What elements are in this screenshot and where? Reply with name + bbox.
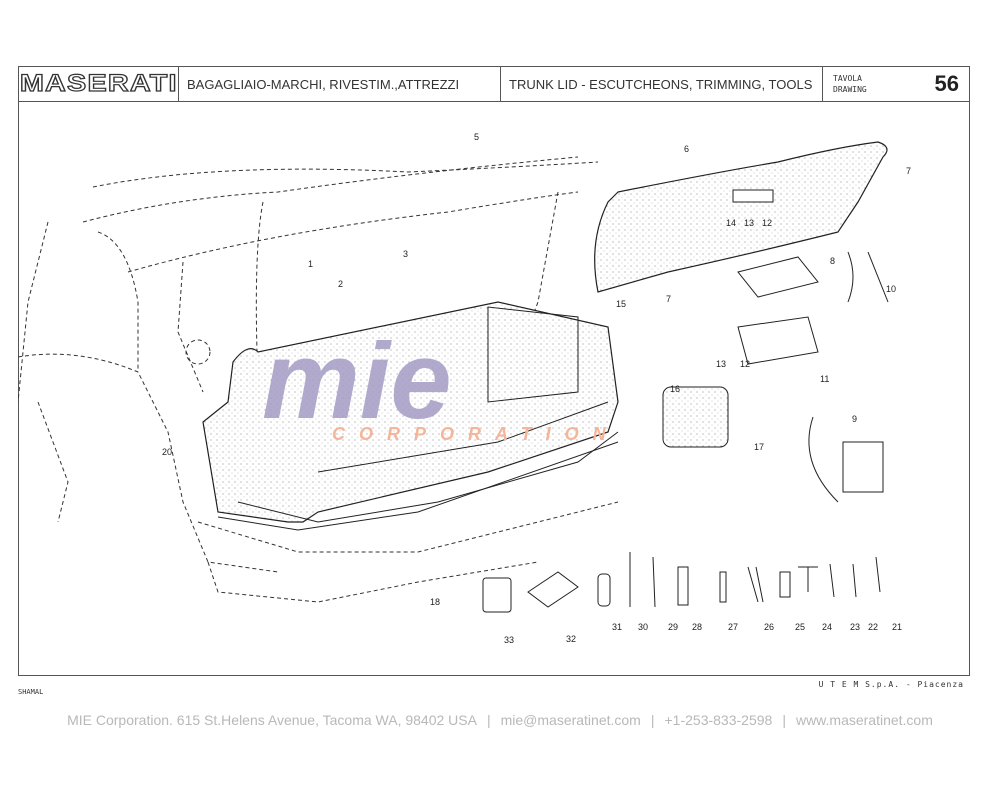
svg-text:26: 26 [764,622,774,632]
brand-logo: MASERATI [19,67,179,101]
svg-text:25: 25 [795,622,805,632]
svg-text:7: 7 [666,294,671,304]
svg-text:16: 16 [670,384,680,394]
footer-contact: MIE Corporation. 615 St.Helens Avenue, T… [67,712,933,728]
svg-text:6: 6 [684,144,689,154]
svg-text:29: 29 [668,622,678,632]
svg-text:32: 32 [566,634,576,644]
drawing-number: 56 [934,71,959,96]
title-english: TRUNK LID - ESCUTCHEONS, TRIMMING, TOOLS [501,67,823,101]
svg-text:27: 27 [728,622,738,632]
svg-text:13: 13 [716,359,726,369]
svg-text:18: 18 [430,597,440,607]
trunk-trim-assembly [202,301,619,531]
footer-email-link[interactable]: mie@maseratinet.com [500,712,641,728]
svg-text:12: 12 [740,359,750,369]
model-name: SHAMAL [18,688,44,696]
title-block: MASERATI BAGAGLIAIO-MARCHI, RIVESTIM.,AT… [18,66,970,102]
svg-text:3: 3 [403,249,408,259]
drawing-label-en: DRAWING [833,85,867,94]
callout-labels: 1 2 3 5 6 7 7 8 9 10 11 12 12 13 13 14 1… [162,132,911,645]
drawing-number-block: TAVOLA DRAWING 56 [823,67,969,101]
svg-text:17: 17 [754,442,764,452]
spare-wheel-cover [662,386,884,503]
svg-text:11: 11 [820,374,829,384]
svg-text:5: 5 [474,132,479,142]
svg-text:7: 7 [906,166,911,176]
svg-text:9: 9 [852,414,857,424]
brand-logo-text: MASERATI [19,69,178,97]
footer-website-link[interactable]: www.maseratinet.com [795,712,933,728]
manufacturer-credit: U T E M S.p.A. - Piacenza [818,680,964,689]
footer-phone: +1-253-833-2598 [664,712,773,728]
svg-text:14: 14 [726,218,736,228]
svg-text:1: 1 [308,259,313,269]
svg-text:10: 10 [886,284,896,294]
tool-kit [482,552,881,613]
footer-company-address: MIE Corporation. 615 St.Helens Avenue, T… [67,712,477,728]
svg-text:24: 24 [822,622,832,632]
drawing-label-it: TAVOLA [833,74,862,83]
svg-text:28: 28 [692,622,702,632]
svg-text:30: 30 [638,622,648,632]
svg-text:22: 22 [868,622,878,632]
svg-text:8: 8 [830,256,835,266]
svg-text:12: 12 [762,218,772,228]
svg-text:31: 31 [612,622,622,632]
svg-text:21: 21 [892,622,902,632]
tool-tray-and-mat [737,251,889,365]
svg-text:23: 23 [850,622,860,632]
trunk-lid-panel [594,141,888,293]
svg-text:15: 15 [616,299,626,309]
svg-text:20: 20 [162,447,172,457]
svg-text:13: 13 [744,218,754,228]
svg-text:2: 2 [338,279,343,289]
exploded-parts-diagram: 1 2 3 5 6 7 7 8 9 10 11 12 12 13 13 14 1… [18,132,911,645]
title-italian: BAGAGLIAIO-MARCHI, RIVESTIM.,ATTREZZI [179,67,501,101]
svg-text:33: 33 [504,635,514,645]
